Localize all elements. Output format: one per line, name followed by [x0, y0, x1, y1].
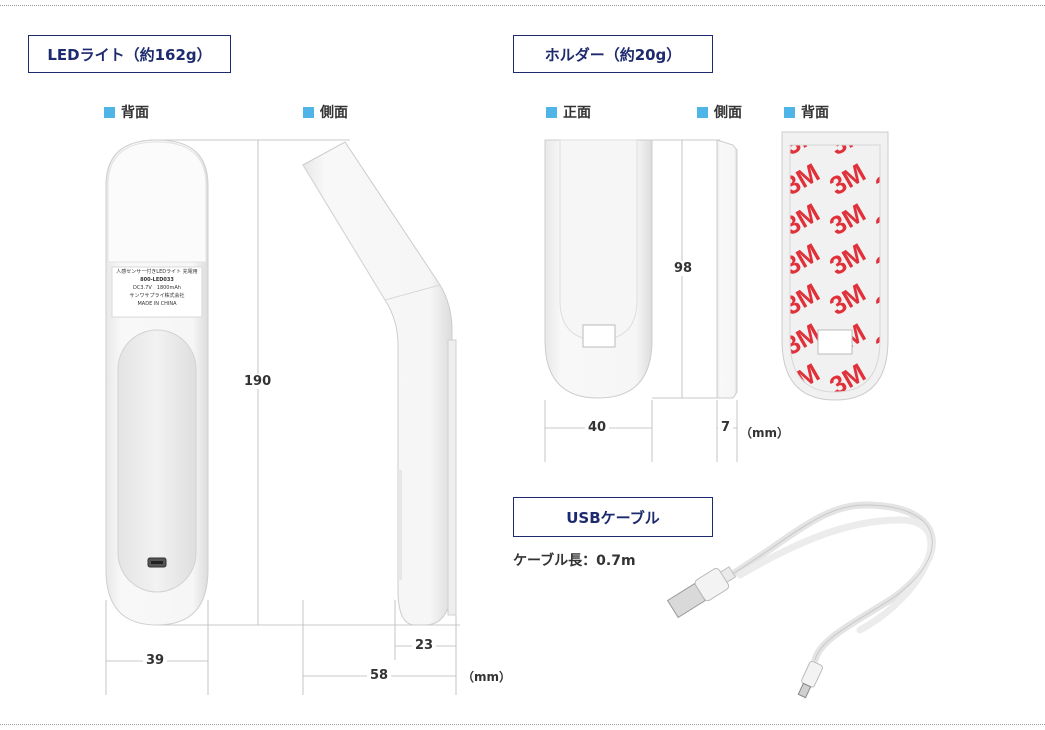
blue-square-marker [303, 106, 314, 118]
dim-led-width: 39 [143, 653, 168, 668]
dim-holder-width: 40 [585, 420, 610, 435]
holder-front-drawing [544, 139, 653, 399]
cable-length-label: ケーブル長：0.7m [513, 553, 636, 569]
label-line: サンワサプライ株式会社 [129, 293, 185, 299]
dimension-guides [105, 139, 738, 695]
blue-square-marker [784, 106, 795, 118]
label-line: DC3.7V 1800mAh [133, 285, 181, 291]
view-label-text: 正面 [563, 105, 591, 121]
led-unit-label: （mm） [462, 670, 512, 684]
micro-usb-connector [797, 660, 823, 699]
view-label-text: 背面 [801, 105, 829, 121]
led-back-drawing [105, 139, 209, 626]
holder-side-drawing [716, 139, 738, 399]
view-label-text: 側面 [714, 105, 742, 121]
dim-led-base: 23 [412, 638, 437, 653]
usb-a-connector [666, 566, 737, 619]
3m-adhesive-pad [789, 144, 881, 393]
holder-unit-label: （mm） [740, 426, 790, 440]
product-label-text: 人感センサー付きLEDライト 充電用 800-LED033 DC3.7V 180… [112, 268, 202, 308]
label-model: 800-LED033 [140, 277, 174, 283]
usb-cable-drawing [666, 501, 936, 699]
usb-cable-title: USBケーブル [513, 497, 713, 537]
top-dotted-border [0, 5, 1045, 6]
dim-led-height: 190 [241, 374, 275, 389]
bottom-dotted-border [0, 724, 1045, 725]
blue-square-marker [104, 106, 115, 118]
led-light-title: LEDライト（約162g） [28, 35, 231, 73]
dim-holder-depth: 7 [718, 420, 734, 435]
holder-front-view-label: 正面 [546, 102, 591, 122]
label-line: 人感センサー付きLEDライト 充電用 [116, 269, 198, 275]
led-side-view-label: 側面 [303, 102, 348, 122]
holder-back-drawing [781, 131, 889, 401]
dim-led-depth: 58 [367, 668, 392, 683]
dim-holder-height: 98 [671, 261, 696, 276]
holder-title: ホルダー（約20g） [513, 35, 713, 73]
product-label [111, 266, 203, 318]
led-back-view-label: 背面 [104, 102, 149, 122]
blue-square-marker [697, 106, 708, 118]
label-line: MADE IN CHINA [137, 301, 177, 307]
holder-side-view-label: 側面 [697, 102, 742, 122]
blue-square-marker [546, 106, 557, 118]
view-label-text: 背面 [121, 105, 149, 121]
view-label-text: 側面 [320, 105, 348, 121]
led-side-drawing [302, 141, 457, 626]
holder-back-view-label: 背面 [784, 102, 829, 122]
holder-slot [582, 324, 616, 348]
